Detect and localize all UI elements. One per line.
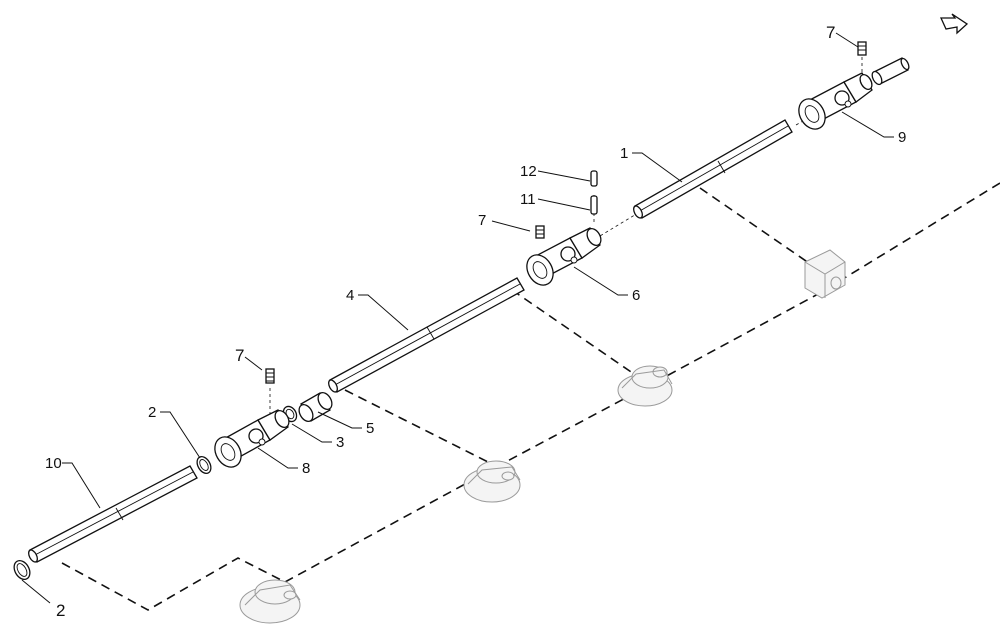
callout-7-left: 7 <box>235 346 244 365</box>
universal-joint-9 <box>798 72 873 130</box>
gearbox-ghost-3 <box>617 365 673 407</box>
gearbox-ghost-2 <box>463 460 521 503</box>
leader-lines <box>21 32 894 604</box>
set-screw-7-middle <box>535 225 545 239</box>
callout-6: 6 <box>632 287 640 304</box>
callout-12: 12 <box>520 163 537 180</box>
centre-lines <box>269 55 863 415</box>
callout-10: 10 <box>45 455 62 472</box>
callout-2-lower: 2 <box>56 601 65 620</box>
universal-joint-8 <box>214 409 290 468</box>
sleeve-5 <box>298 391 333 423</box>
shaft-1 <box>633 119 793 219</box>
callout-11: 11 <box>520 191 536 208</box>
shaft-stub <box>871 57 910 86</box>
shaft-10 <box>28 465 198 563</box>
arrow-direction-icon <box>939 13 969 35</box>
snap-ring-2-lower <box>13 560 31 580</box>
assembly-outline <box>61 182 1000 611</box>
callout-9: 9 <box>898 129 906 146</box>
gearbox-ghost-1 <box>239 579 301 624</box>
callout-7-right: 7 <box>826 23 835 42</box>
callout-3: 3 <box>336 434 344 451</box>
universal-joint-6 <box>526 227 602 286</box>
pin-11 <box>590 195 598 215</box>
pin-12 <box>590 170 598 187</box>
callout-4: 4 <box>346 287 354 304</box>
set-screw-7-right <box>857 41 867 56</box>
callout-labels: 10 2 2 7 3 5 8 4 7 6 11 12 1 7 9 <box>45 23 906 620</box>
callout-1: 1 <box>620 145 628 162</box>
gearbox-ghost-4 <box>804 249 846 299</box>
callout-8: 8 <box>302 460 310 477</box>
callout-7-middle: 7 <box>478 212 486 229</box>
shaft-4 <box>328 277 525 393</box>
callout-5: 5 <box>366 420 374 437</box>
snap-ring-2-upper <box>196 455 212 475</box>
set-screw-7-left <box>265 368 275 384</box>
callout-2-upper: 2 <box>148 404 156 421</box>
